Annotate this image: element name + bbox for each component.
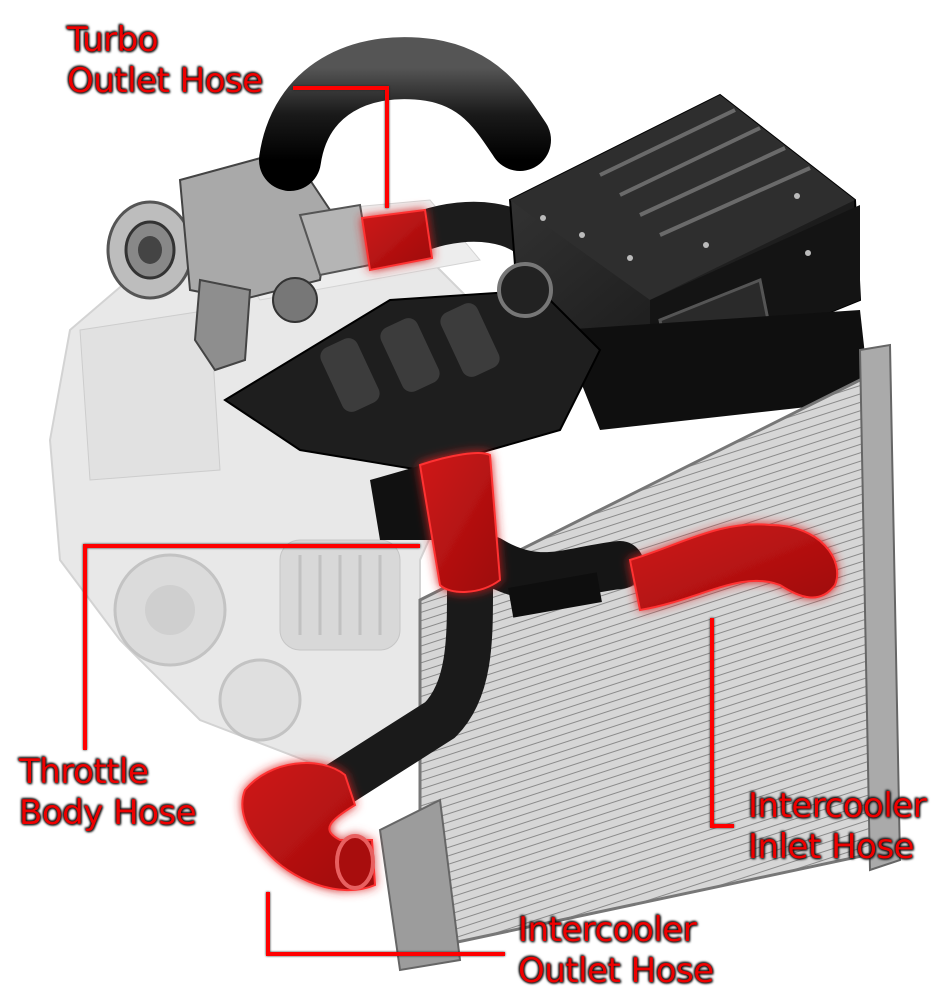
leader-lines — [83, 86, 734, 956]
intercooler-outlet-leader — [266, 892, 505, 956]
intercooler-inlet-leader — [710, 618, 734, 828]
turbo-outlet-hose-highlight — [360, 208, 434, 272]
intercooler-outlet-hose-label: Intercooler Outlet Hose — [518, 910, 714, 992]
intercooler-outlet-hose-highlight — [241, 762, 377, 892]
label-line-2: Body Hose — [19, 793, 197, 833]
intercooler — [378, 343, 902, 972]
turbo-outlet-hose-label: Turbo Outlet Hose — [67, 20, 263, 102]
throttle-body-hose-highlight — [418, 452, 502, 593]
charge-pipes — [307, 536, 644, 813]
intercooler-inlet-hose-highlight — [628, 523, 839, 612]
throttle-body-hose-label: Throttle Body Hose — [19, 752, 197, 834]
label-line-1: Intercooler — [518, 910, 697, 950]
throttle-body-leader — [83, 544, 420, 750]
intake-manifold — [223, 262, 602, 540]
label-line-2: Outlet Hose — [67, 61, 263, 101]
turbocharger — [106, 148, 372, 372]
label-line-2: Inlet Hose — [748, 827, 915, 867]
turbo-outlet-leader — [293, 86, 389, 208]
intercooler-inlet-hose-label: Intercooler Inlet Hose — [748, 786, 927, 868]
air-filter-box — [508, 93, 870, 430]
label-line-1: Intercooler — [748, 786, 927, 826]
label-line-2: Outlet Hose — [518, 951, 714, 991]
label-line-1: Turbo — [67, 20, 159, 60]
label-line-1: Throttle — [19, 752, 149, 792]
